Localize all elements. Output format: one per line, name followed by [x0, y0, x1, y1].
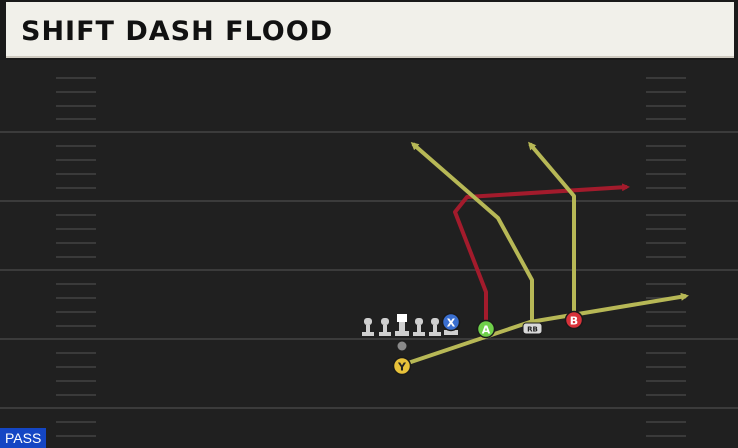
offensive-line	[362, 314, 441, 336]
yard-lines	[0, 131, 738, 409]
player-rb-label: RB	[527, 326, 538, 334]
route-rb-corner	[410, 142, 534, 326]
quarterback-icon	[397, 341, 407, 351]
title-plate: SHIFT DASH FLOOD	[6, 2, 734, 58]
route-a-post	[453, 183, 630, 327]
player-b-label: B	[570, 315, 578, 328]
route-b-corner	[528, 141, 576, 318]
player-y-icon[interactable]: Y	[392, 356, 412, 376]
player-y-label: Y	[397, 361, 407, 374]
player-x-icon[interactable]: X	[441, 312, 461, 336]
player-rb-icon[interactable]: RB	[522, 322, 543, 335]
player-a-label: A	[482, 324, 491, 337]
play-type-badge: PASS	[0, 428, 47, 448]
play-title: SHIFT DASH FLOOD	[21, 16, 334, 47]
title-bar: SHIFT DASH FLOOD	[0, 0, 738, 60]
hash-marks-left	[56, 77, 96, 437]
lineman-icon	[362, 318, 374, 336]
lineman-icon	[413, 318, 425, 336]
player-a-icon[interactable]: A	[476, 319, 496, 339]
lineman-icon	[429, 318, 441, 336]
player-b-icon[interactable]: B	[564, 310, 584, 330]
lineman-icon	[379, 318, 391, 336]
center-icon	[395, 314, 409, 336]
hash-marks-right	[646, 77, 686, 437]
football-field	[0, 60, 738, 448]
player-x-label: X	[447, 317, 456, 330]
